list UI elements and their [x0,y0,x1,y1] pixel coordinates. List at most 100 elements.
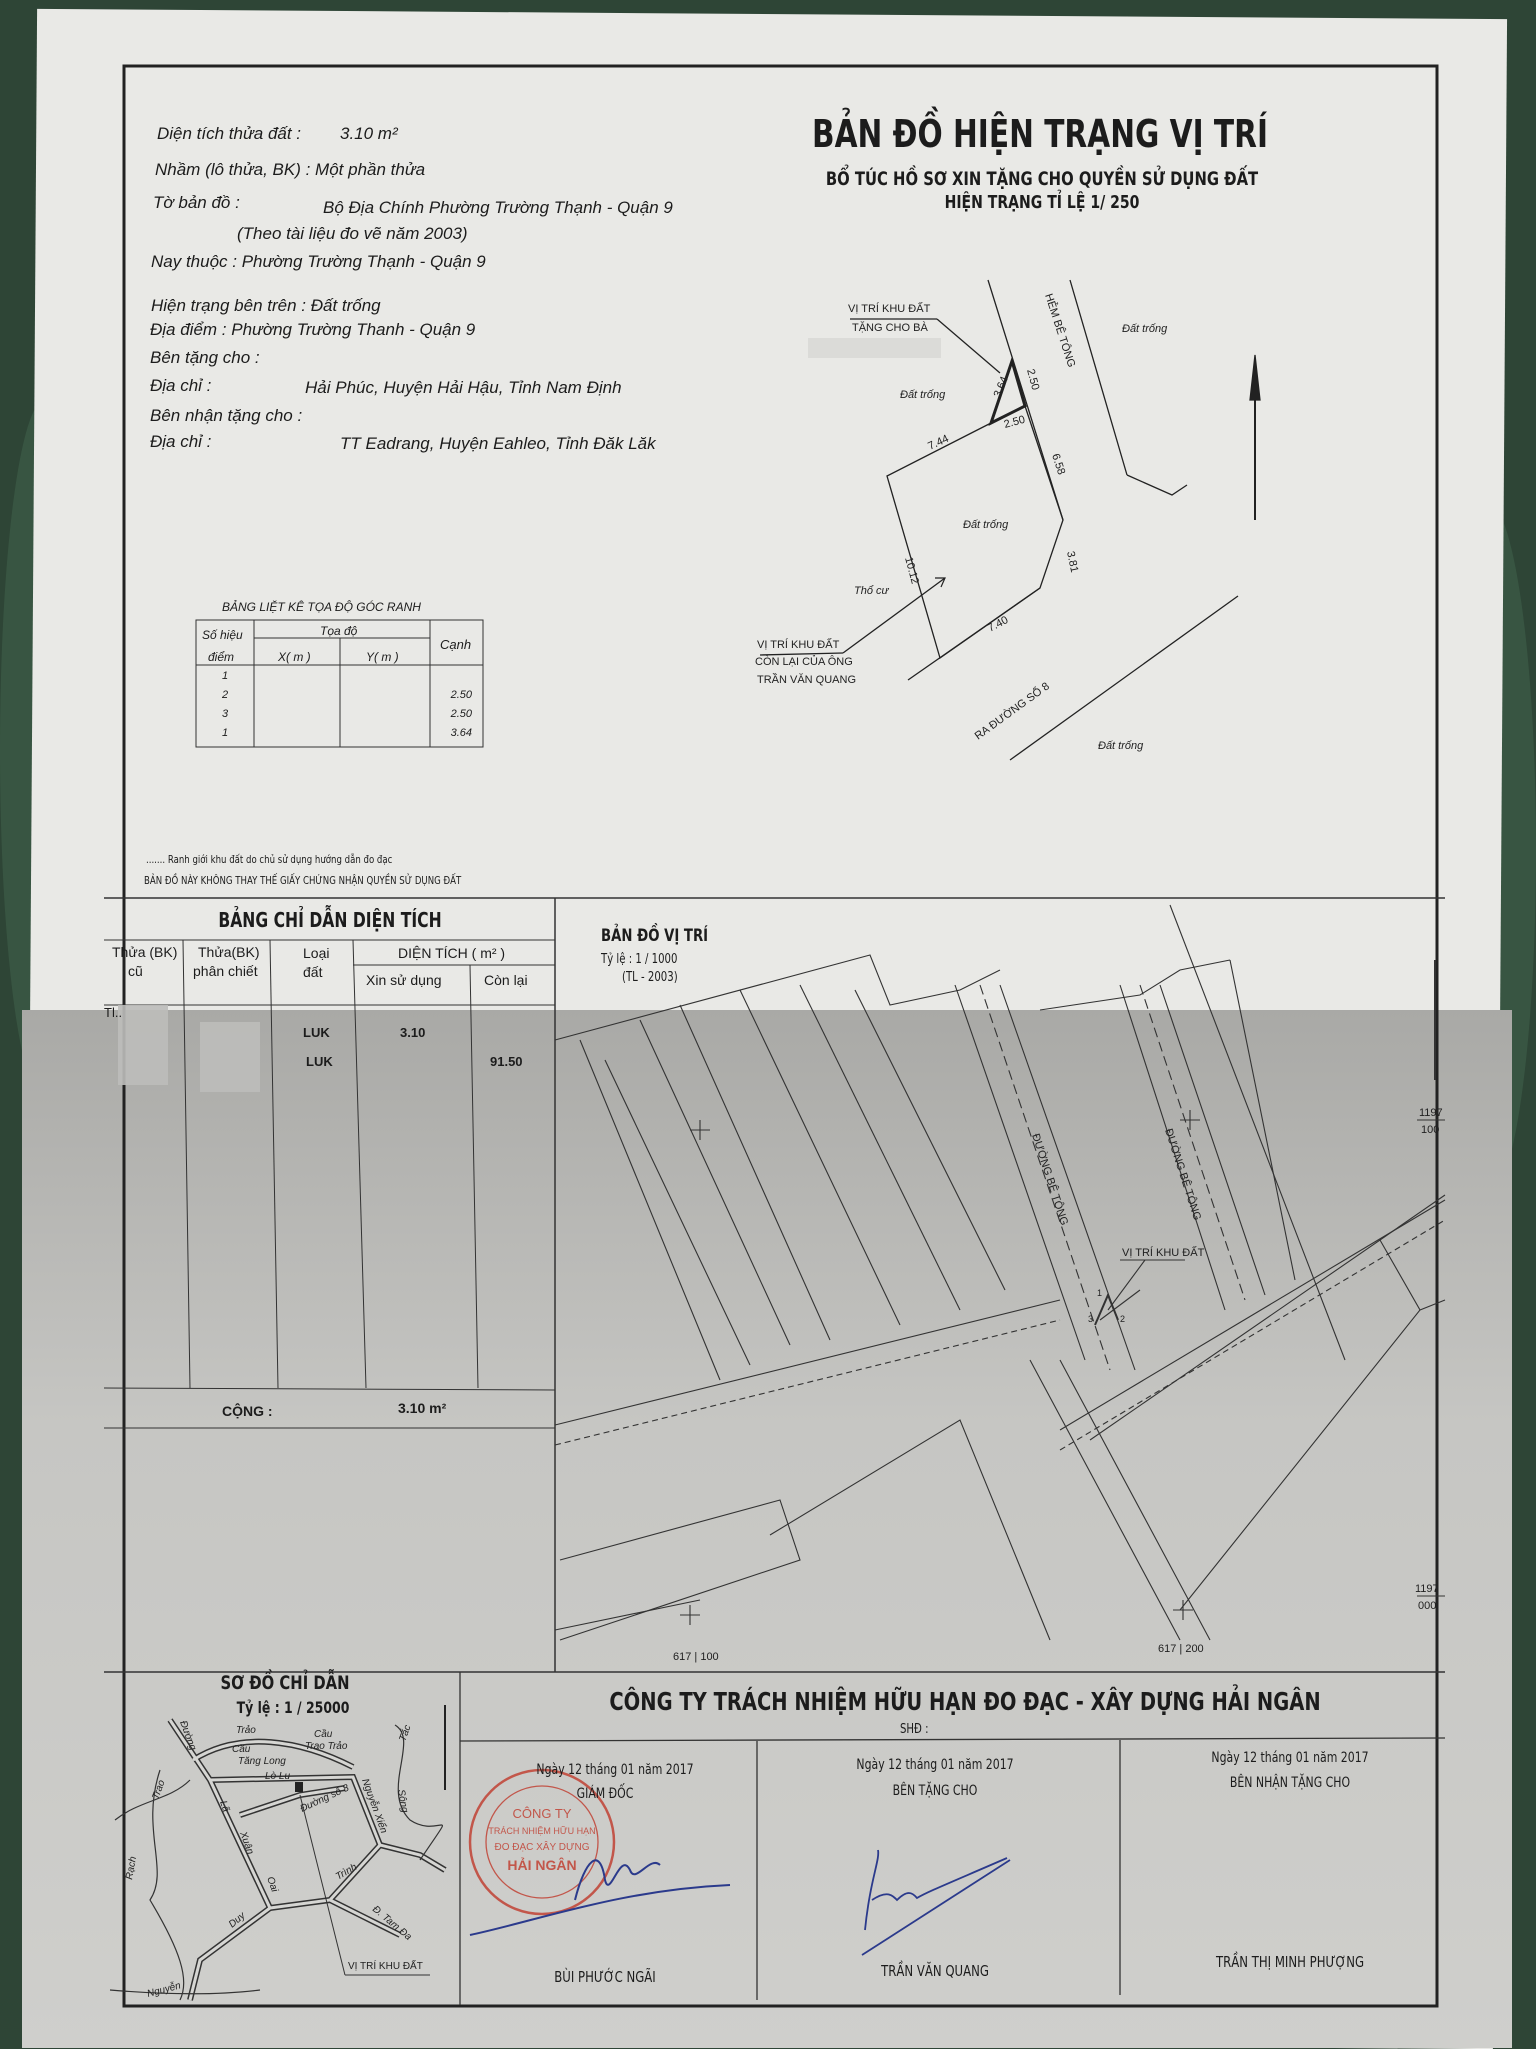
map-line [1099,1289,1141,1321]
map-scale: HIỆN TRẠNG TỈ LỆ 1/ 250 [944,192,1140,213]
map-label: Trao [150,1778,167,1801]
area-value: 3.10 m² [340,124,398,143]
map-line [1089,1239,1421,1611]
total-label: CỘNG : [222,1403,273,1419]
location-map-lines [554,904,1446,1641]
edge-cell: 3.64 [450,727,472,739]
map-line [352,939,367,1389]
col-header: Tọa độ [320,624,358,638]
map-line [1059,1219,1446,1451]
grid-label: 1197 [1415,1583,1439,1595]
map-line [188,1906,271,2001]
remaining-parcel [886,405,1064,660]
sketch-label: Thổ cư [854,585,890,597]
parcel-prefix: Tl.. [104,1005,123,1020]
map-line [554,1299,1061,1426]
sketch-label: TẶNG CHO BÀ [852,321,928,334]
col-header: X( m ) [278,650,311,664]
map-line [469,964,479,1389]
guide-map-labels: Đường Trảo Cầu Tăng Long Cầu Trao Trảo L… [124,1719,423,2000]
col-header: Cạnh [440,637,472,652]
site-marker [1094,1292,1119,1326]
map-label: 1 [1097,1288,1102,1298]
total-value: 3.10 m² [398,1400,447,1416]
location-map-labels: ĐƯỜNG BÊ TÔNG ĐƯỜNG BÊ TÔNG VỊ TRÍ KHU Đ… [673,1107,1443,1663]
company-name: CÔNG TY TRÁCH NHIỆM HỮU HẠN ĐO ĐẠC - XÂY… [609,1687,1321,1716]
map-line [1249,354,1261,401]
col-header: Loại [303,945,330,961]
signature-name: BÙI PHƯỚC NGÃI [554,1968,656,1986]
signature-date: Ngày 12 tháng 01 năm 2017 [856,1757,1014,1773]
signature-director [469,1859,731,1936]
guide-map-title: SƠ ĐỒ CHỈ DẪN [220,1672,350,1694]
table-row: 1 [196,670,483,689]
requested-cell: 3.10 [400,1025,426,1040]
map-line [1139,984,1246,1301]
map-line [679,1004,831,1341]
map-label: Lò Lu [265,1771,290,1782]
map-line [907,587,1041,681]
map-line [554,1599,701,1631]
location: Địa điểm : Phường Trường Thanh - Quận 9 [150,320,476,339]
map-line [485,1785,599,1899]
map-line [329,1898,401,1937]
signature-name: TRẦN THỊ MINH PHƯỢNG [1215,1953,1365,1971]
coord-table-title: BẢNG LIỆT KÊ TỌA ĐỘ GÓC RANH [222,600,421,614]
col-header: Thửa(BK) [198,944,260,960]
map-label: Sông [395,1789,410,1814]
map-line [1119,984,1226,1311]
col-header: cũ [128,963,143,979]
map-line [269,939,279,1389]
area-label: Diện tích thửa đất : [157,124,302,143]
map-line [1229,959,1296,1281]
signature-role: BÊN NHẬN TẶNG CHO [1229,1775,1351,1791]
signature-date: Ngày 12 tháng 01 năm 2017 [536,1762,694,1778]
map-label: 2 [1120,1314,1125,1324]
signature-role: GIÁM ĐỐC [576,1786,634,1802]
map-line [954,984,1086,1361]
map-label: Trao Trảo [305,1740,348,1752]
signature-role: BÊN TẶNG CHO [892,1783,978,1799]
document-fold-lower [22,1010,1512,2048]
map-line [979,984,1111,1371]
sketch-label: HẺM BÊ TÔNG [1042,292,1078,369]
map-line [604,1059,751,1366]
map-line [639,1019,791,1346]
col-header: Xin sử dụng [366,972,442,988]
map-line [1059,1359,1211,1641]
map-line [935,577,946,588]
map-line [182,939,191,1389]
map-line [579,1039,721,1381]
point-cell: 1 [221,670,229,682]
parcel-info: Nhầm (lô thửa, BK) : Một phần thửa [155,160,426,179]
map-line [114,1779,191,1821]
map-label: Cầu [232,1743,251,1755]
map-label: ĐO ĐẠC XÂY DỰNG [494,1840,589,1853]
map-label: 3 [1088,1314,1093,1324]
gift-parcel [988,355,1027,426]
sketch-label: Đất trống [1098,740,1144,752]
signature-date: Ngày 12 tháng 01 năm 2017 [1211,1750,1369,1766]
map-label: ĐƯỜNG BÊ TÔNG [1029,1132,1071,1227]
dimension-label: 6.58 [1049,452,1067,476]
sketch-label: VỊ TRÍ KHU ĐẤT [757,638,840,651]
signature-grid [459,1672,1446,2005]
map-line [168,1719,446,2001]
map-line [167,1718,447,2001]
edge-cell [254,670,472,689]
donor-address-label: Địa chỉ : [150,376,212,395]
map-line [299,1794,346,1976]
sheet-note: (Theo tài liệu đo vẽ năm 2003) [237,224,468,243]
map-label: TRÁCH NHIỆM HỮU HẠN [488,1826,595,1836]
map-line [559,1499,801,1641]
remaining-cell: 91.50 [490,1054,523,1069]
signature-donor [861,1849,1011,1956]
map-line [103,1387,556,1391]
point-cell: 3 [221,708,229,720]
map-line [554,954,1001,1041]
recipient-address-label: Địa chỉ : [150,432,212,451]
guide-map-scale: Tỷ lệ : 1 / 25000 [236,1698,350,1717]
col-header: đất [303,964,323,980]
page-title: BẢN ĐỒ HIỆN TRẠNG VỊ TRÍ [811,112,1269,156]
